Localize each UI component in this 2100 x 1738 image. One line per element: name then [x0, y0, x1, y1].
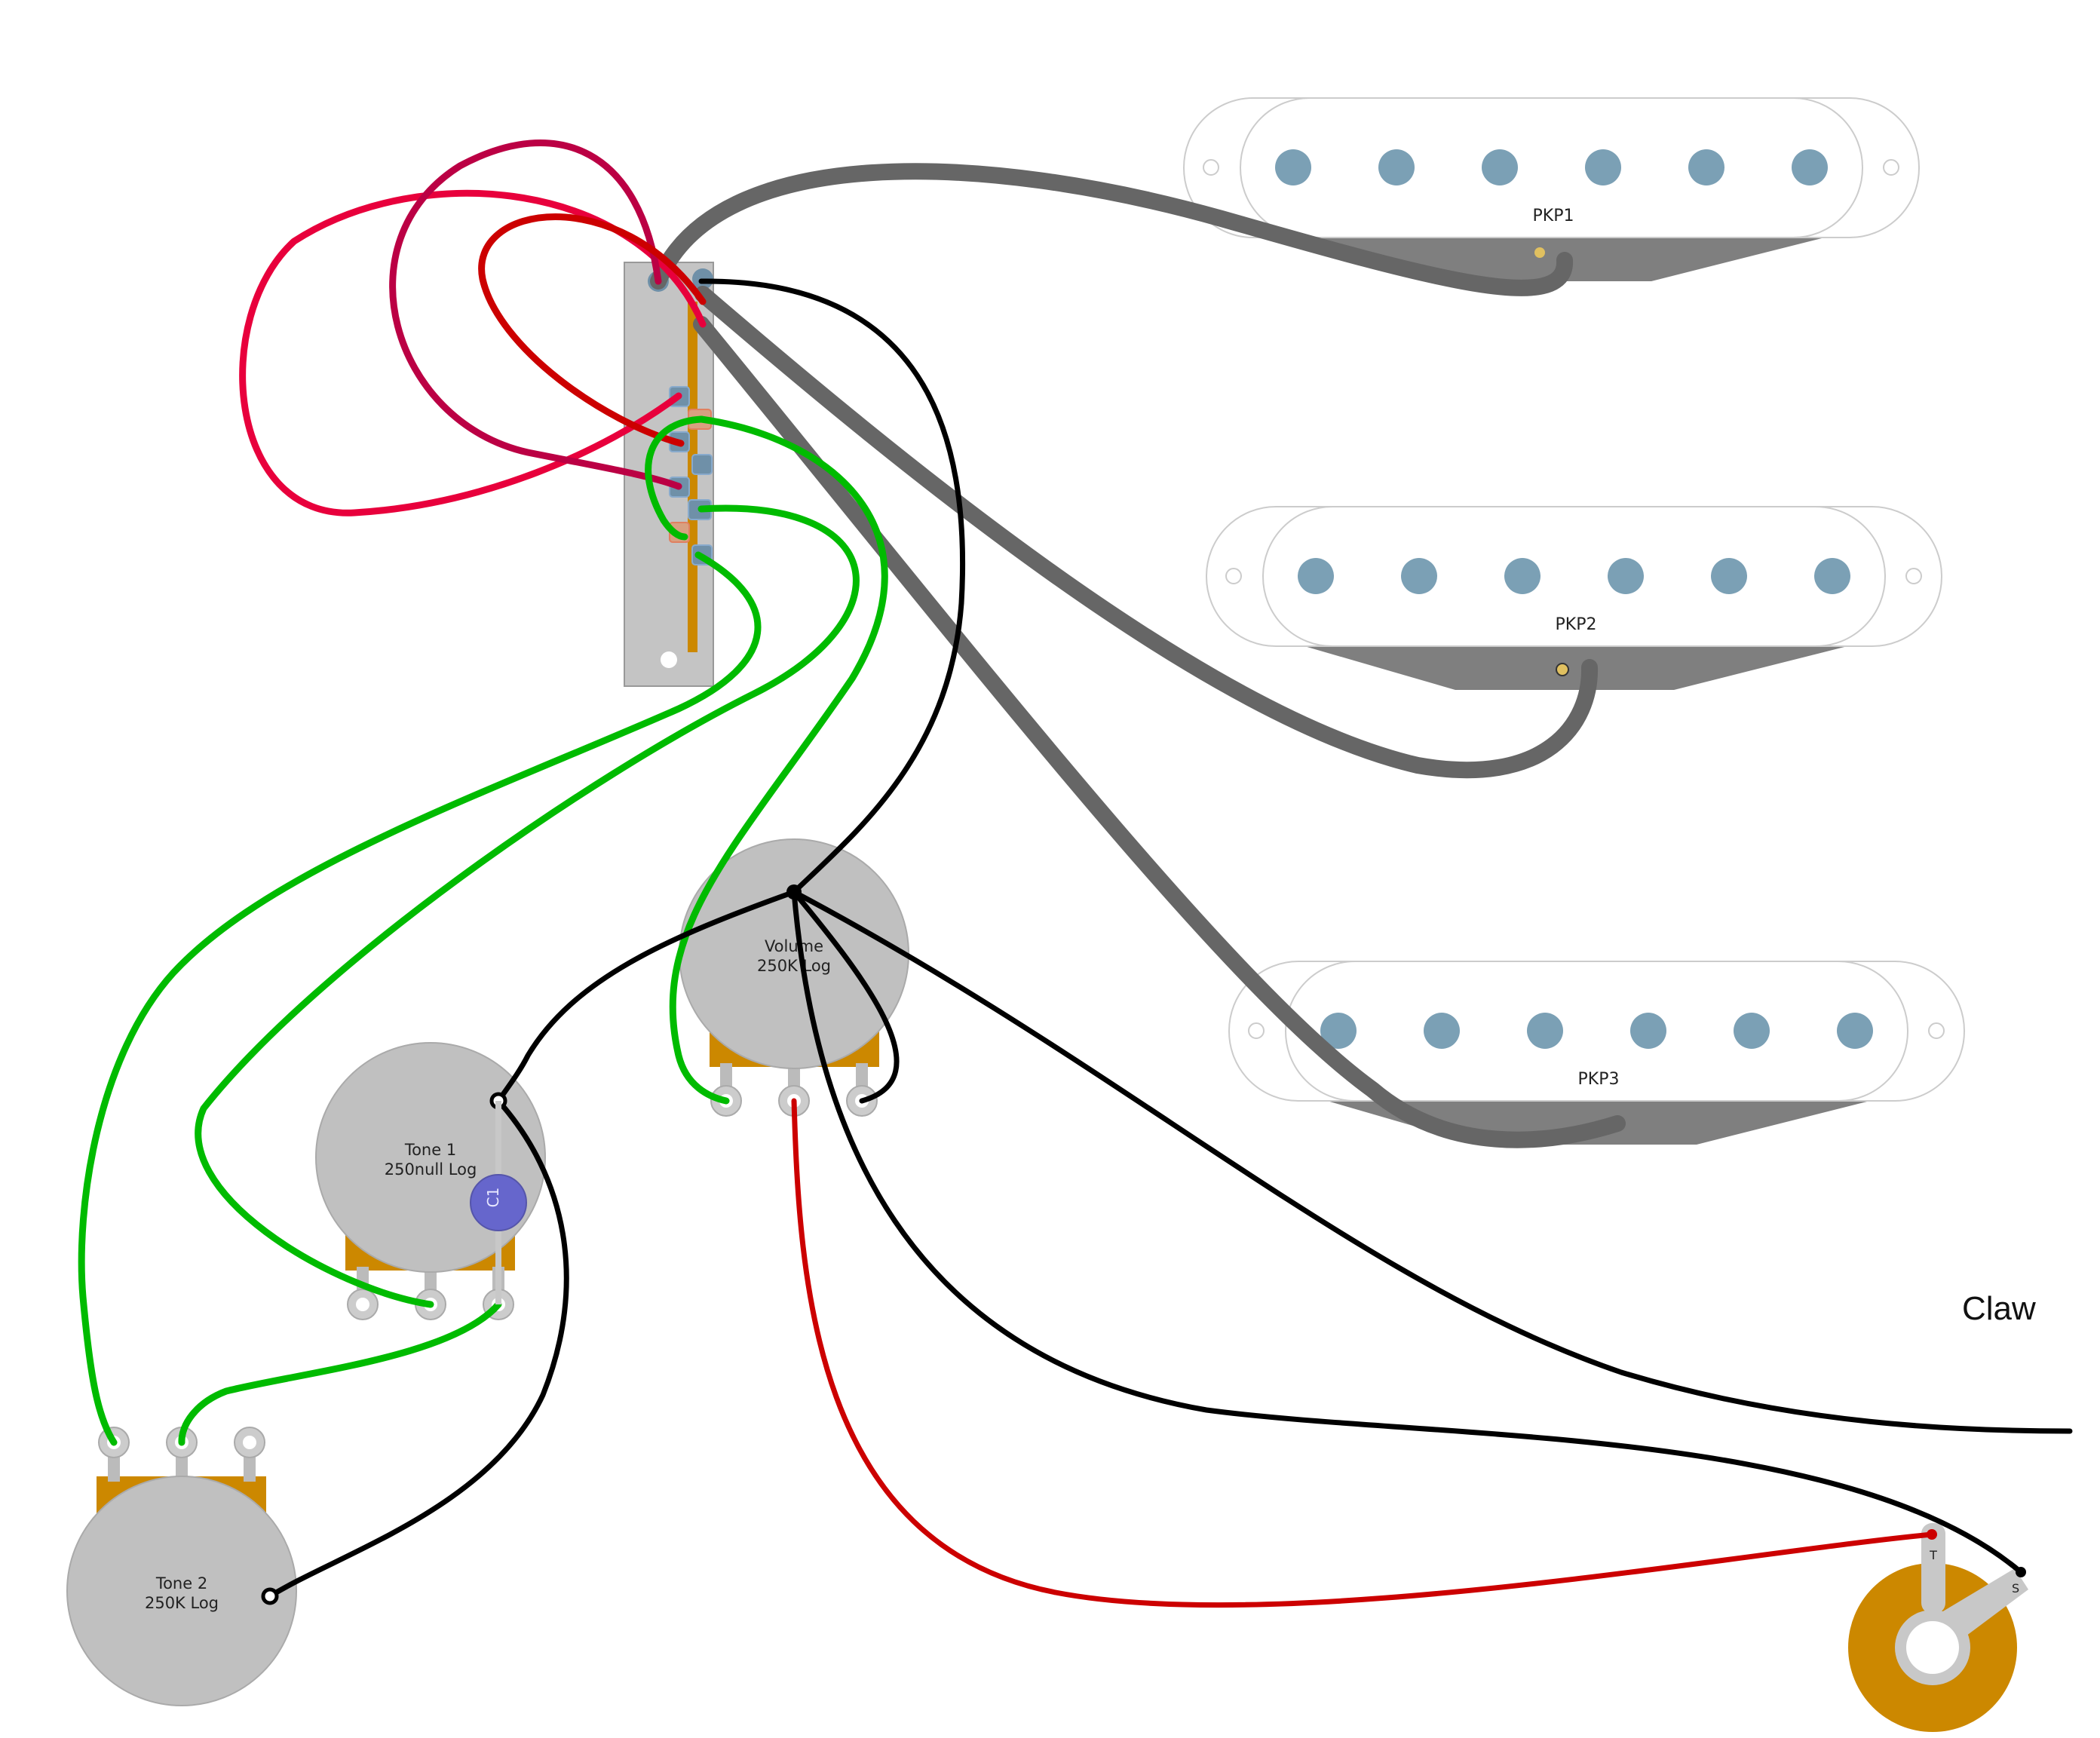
pole-piece — [1298, 558, 1334, 594]
pickup-1-screw-left — [1203, 159, 1219, 176]
volume-to-lug3-ground — [791, 889, 900, 1104]
pole-piece — [1482, 149, 1518, 185]
jack-tip-lug — [1921, 1523, 1945, 1614]
pole-piece — [1378, 149, 1415, 185]
capacitor-body — [470, 1174, 527, 1231]
volume-to-tone1-ground — [495, 889, 797, 1104]
switch-loop-green — [645, 415, 705, 541]
pickup-1-cover — [1240, 97, 1863, 238]
pickup-1-terminal — [1534, 247, 1545, 258]
volume-ground-junction — [786, 884, 802, 900]
switch-mount-hole — [661, 651, 677, 668]
pickup-3-screw-left — [1248, 1022, 1265, 1039]
pickup-2-label: PKP2 — [1556, 615, 1597, 634]
jack-tip-label: T — [1929, 1548, 1937, 1562]
switch-jumper-pink — [239, 189, 707, 516]
ground-to-claw — [791, 889, 2073, 1434]
tone2-ground-point — [261, 1587, 279, 1605]
capacitor-c1: C1 — [470, 1101, 527, 1304]
claw-label: Claw — [1962, 1290, 2036, 1327]
pole-piece — [1608, 558, 1644, 594]
pickup-2-screw-right — [1905, 568, 1922, 584]
pole-piece — [1585, 149, 1621, 185]
tone1-to-tone2-ground — [267, 1098, 569, 1599]
pickup-1-cable — [650, 163, 1574, 296]
tone2-pot-value: 250K Log — [145, 1594, 219, 1612]
switch-to-volume-green — [669, 415, 888, 1105]
switch-to-tone2-green — [78, 551, 762, 1446]
volume-to-jack-tip-red — [791, 1098, 1935, 1608]
tone1-lug-1-hole — [356, 1298, 369, 1311]
tone2-lug-3-hole — [243, 1436, 256, 1449]
switch-contact-strip — [688, 302, 697, 652]
tone2-pot-name: Tone 2 — [155, 1574, 207, 1592]
capacitor-label: C1 — [484, 1188, 502, 1208]
pickup-3-label: PKP3 — [1578, 1070, 1620, 1089]
switch-ground-black — [698, 278, 966, 895]
output-jack: T S — [1848, 1523, 2028, 1732]
pole-piece — [1504, 558, 1541, 594]
tone2-pot: Tone 2 250K Log — [66, 1427, 297, 1706]
pickup-3-screw-right — [1928, 1022, 1945, 1039]
pickup-1-screw-right — [1883, 159, 1899, 176]
tone2-pot-body — [66, 1476, 297, 1706]
pole-piece — [1424, 1013, 1460, 1049]
pickup-2-screw-left — [1225, 568, 1242, 584]
pole-piece — [1837, 1013, 1873, 1049]
tone1-to-tone2-green — [178, 1301, 502, 1446]
pole-piece — [1527, 1013, 1563, 1049]
pole-piece — [1792, 149, 1828, 185]
jack-hole — [1906, 1621, 1959, 1674]
pickup-2-base — [1304, 646, 1847, 690]
pole-piece — [1734, 1013, 1770, 1049]
jack-tip-solder — [1927, 1529, 1937, 1540]
pickup-2-cable — [694, 286, 1599, 779]
volume-pot-value: 250K Log — [757, 957, 831, 975]
switch-jumper-red — [478, 213, 707, 447]
pickup-3-cover — [1285, 961, 1908, 1102]
pickup-1: PKP1 — [1183, 97, 1920, 281]
jack-sleeve-label: S — [2012, 1581, 2019, 1595]
pole-piece — [1275, 149, 1311, 185]
switch-lug — [691, 454, 713, 475]
pole-piece — [1688, 149, 1724, 185]
volume-pot-name: Volume — [765, 937, 823, 955]
pickup-2-cover — [1262, 506, 1886, 647]
pickup-2: PKP2 — [1206, 506, 1942, 690]
jack-sleeve-solder — [2016, 1567, 2026, 1577]
tone1-pot-value: 250null Log — [385, 1160, 477, 1179]
switch-to-tone1-green — [195, 504, 860, 1308]
pole-piece — [1814, 558, 1850, 594]
tone1-pot-name: Tone 1 — [404, 1141, 456, 1159]
pole-piece — [1711, 558, 1747, 594]
pole-piece — [1401, 558, 1437, 594]
pole-piece — [1320, 1013, 1357, 1049]
ground-to-jack-sleeve — [791, 889, 2024, 1575]
switch-jumper-dark-red — [389, 139, 682, 490]
pickup-2-terminal — [1556, 663, 1569, 676]
pickup-1-label: PKP1 — [1533, 207, 1574, 225]
pole-piece — [1630, 1013, 1666, 1049]
